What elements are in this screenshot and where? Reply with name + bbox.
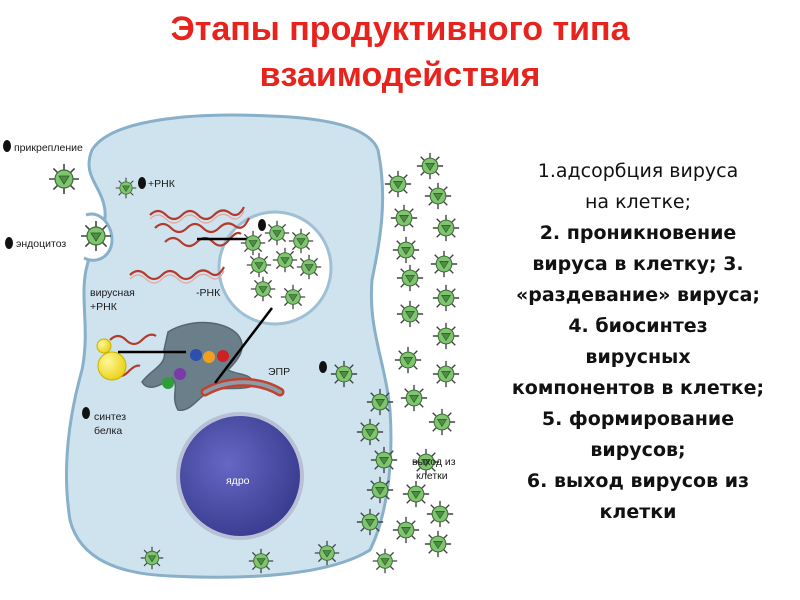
- stage-line-5: «раздевание» вируса;: [515, 284, 761, 306]
- stage-line-7: вирусных: [585, 346, 691, 368]
- label-exit-1: выход из: [412, 456, 456, 468]
- label-exit-2: клетки: [416, 470, 448, 482]
- pointer-lines: [118, 237, 273, 384]
- label-protein-synthesis-2: белка: [94, 425, 122, 437]
- label-plus-rna-top: +РНК: [148, 178, 176, 190]
- stage-line-2: на клетке;: [584, 191, 692, 213]
- stage-line-8: компонентов в клетке;: [511, 377, 765, 399]
- stage-line-11: 6. выход вирусов из: [526, 470, 750, 492]
- label-minus-rna: -РНК: [196, 287, 221, 299]
- title-line-1: Этапы продуктивного типа: [170, 10, 630, 48]
- stage-line-12: клетки: [599, 501, 677, 523]
- page-title: Этапы продуктивного типа взаимодействия: [0, 6, 800, 98]
- title-line-2: взаимодействия: [259, 56, 541, 94]
- stage-line-1: 1.адсорбция вируса: [537, 160, 739, 182]
- stage-line-6: 4. биосинтез: [568, 315, 708, 337]
- viral-proteins: [162, 349, 229, 389]
- label-endocytosis: эндоцитоз: [16, 238, 66, 250]
- step-markers: [3, 140, 327, 419]
- ribosome: [97, 351, 127, 381]
- stage-line-9: 5. формирование: [541, 408, 735, 430]
- label-attachment: прикрепление: [14, 142, 83, 154]
- label-protein-synthesis-1: синтез: [94, 411, 126, 423]
- stage-line-4: вируса в клетку; 3.: [532, 253, 744, 275]
- nucleus: [176, 412, 304, 540]
- label-viral-rna-2: +РНК: [90, 301, 118, 313]
- stage-line-10: вирусов;: [590, 439, 686, 461]
- label-er: ЭПР: [268, 366, 290, 378]
- stages-list: 1.адсорбция вируса на клетке; 2. проникн…: [488, 156, 788, 528]
- label-viral-rna-1: вирусная: [90, 287, 135, 299]
- label-nucleus: ядро: [226, 475, 250, 487]
- stage-line-3: 2. проникновение: [539, 222, 737, 244]
